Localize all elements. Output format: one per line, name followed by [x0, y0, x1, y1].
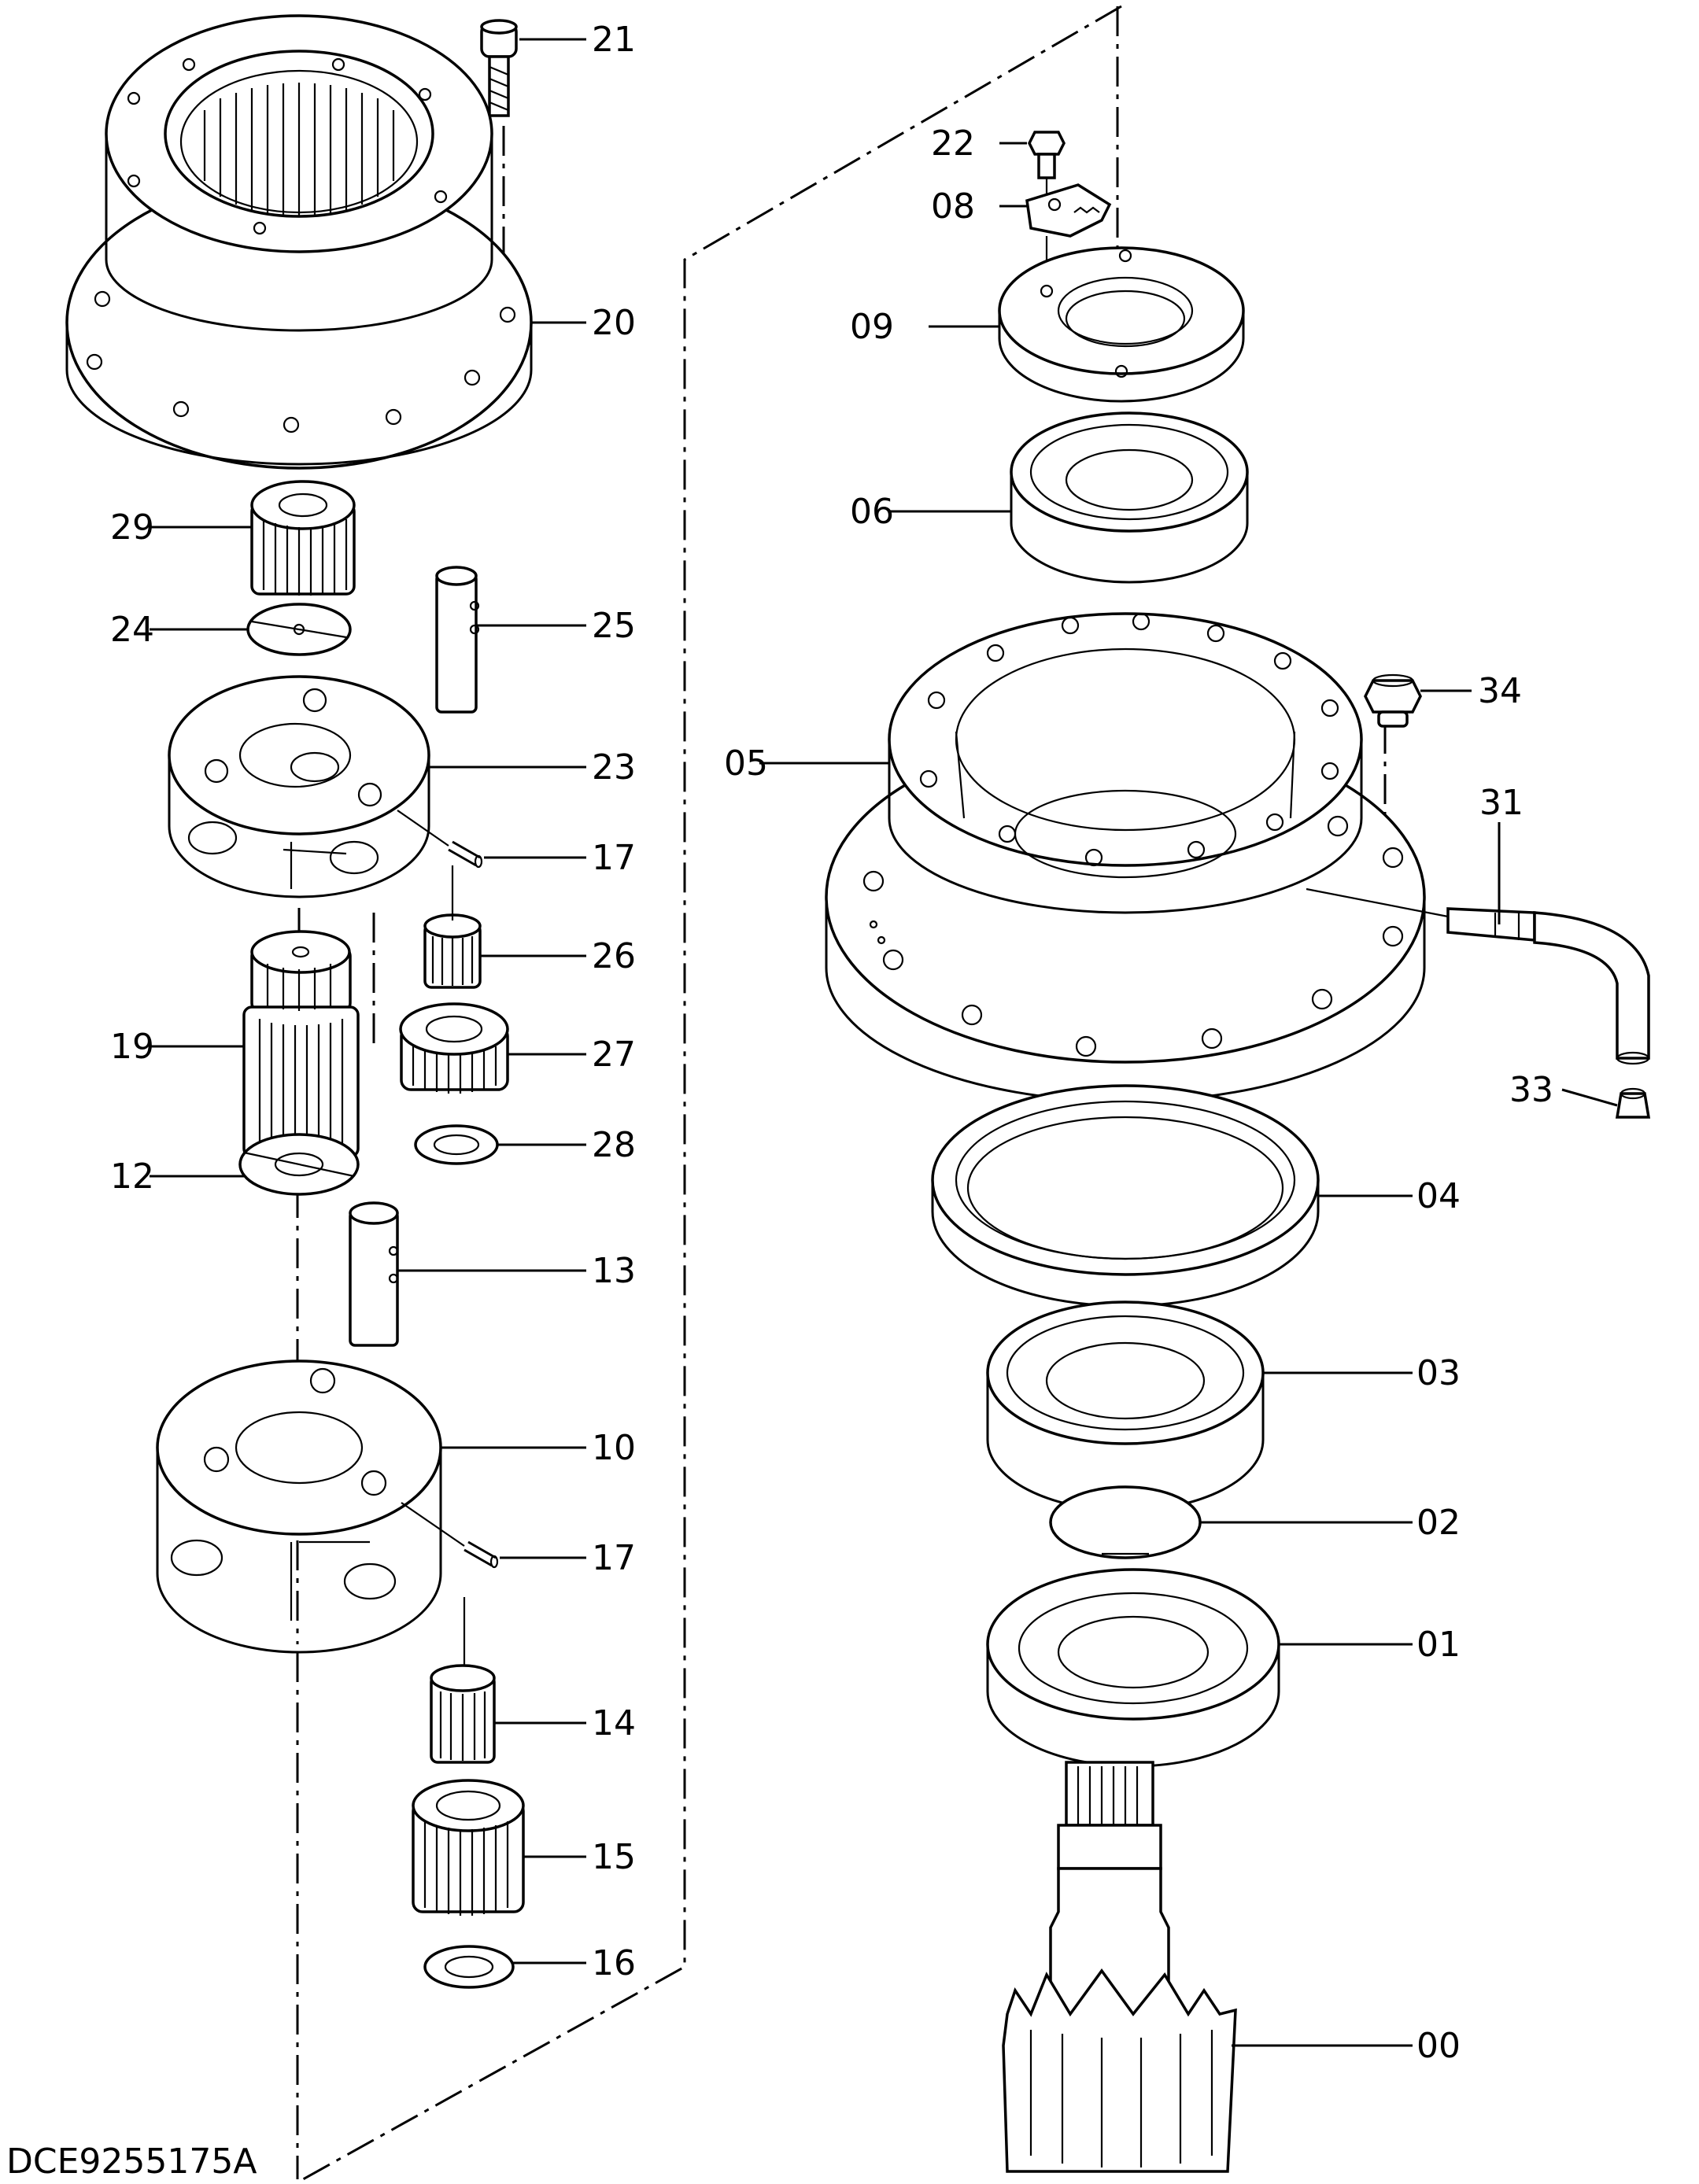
label-16: 16 — [592, 1943, 636, 1983]
part-15-planet-gear — [412, 1779, 525, 1916]
part-number-labels: 21 20 29 24 25 23 17 26 27 19 28 12 13 1… — [110, 20, 1553, 2066]
part-13-pin — [349, 1201, 399, 1347]
label-02: 02 — [1416, 1503, 1461, 1543]
part-24-thrust-washer — [246, 603, 352, 656]
part-27-planet-gear — [399, 1002, 509, 1094]
label-14: 14 — [592, 1703, 636, 1743]
label-09: 09 — [850, 307, 894, 347]
part-22-bolt — [1028, 131, 1066, 205]
label-00: 00 — [1416, 2026, 1461, 2066]
part-12-thrust-plate — [238, 1133, 360, 1196]
drawing-code: DCE9255175A — [6, 2142, 257, 2182]
label-31: 31 — [1479, 783, 1524, 823]
part-01-collar — [986, 1568, 1280, 1768]
label-12: 12 — [110, 1157, 154, 1197]
part-08-lock-plate — [1025, 183, 1112, 279]
part-04-oil-seal — [931, 1084, 1320, 1308]
label-04: 04 — [1416, 1176, 1461, 1216]
label-34: 34 — [1478, 671, 1522, 711]
part-17-spring-pin-upper — [397, 810, 483, 869]
label-17-lower: 17 — [592, 1538, 636, 1578]
part-06-upper-bearing — [1010, 411, 1249, 584]
label-06: 06 — [850, 492, 894, 532]
label-15: 15 — [592, 1837, 636, 1877]
label-27: 27 — [592, 1035, 636, 1075]
part-05-housing — [825, 612, 1426, 1103]
label-33: 33 — [1509, 1070, 1553, 1110]
part-20-ring-gear — [65, 14, 533, 470]
part-10-carrier-lower — [156, 1359, 442, 1654]
part-26-needle-bearing — [423, 865, 482, 989]
part-33-cap — [1615, 1087, 1651, 1119]
part-25-pin — [435, 566, 480, 714]
label-20: 20 — [592, 303, 636, 343]
part-16-washer — [423, 1945, 515, 1989]
label-24: 24 — [110, 610, 154, 650]
part-02-shim — [1049, 1485, 1202, 1559]
leader-lines — [150, 38, 1618, 2047]
part-19-sun-gear — [242, 930, 360, 1159]
label-22: 22 — [931, 124, 975, 164]
part-28-washer — [414, 1124, 499, 1165]
part-17-spring-pin-lower — [401, 1502, 499, 1569]
part-03-lower-bearing — [986, 1300, 1265, 1512]
label-10: 10 — [592, 1428, 636, 1468]
label-29: 29 — [110, 507, 154, 548]
part-34-plug — [1364, 673, 1422, 728]
part-14-needle-bearing — [430, 1597, 496, 1764]
part-21-cap-screw — [480, 19, 518, 117]
label-01: 01 — [1416, 1625, 1461, 1665]
label-21: 21 — [592, 20, 636, 60]
part-23-carrier-upper — [168, 675, 430, 898]
label-05: 05 — [724, 743, 768, 784]
label-19: 19 — [110, 1027, 154, 1067]
label-23: 23 — [592, 747, 636, 788]
label-17-upper: 17 — [592, 838, 636, 878]
part-29-sun-gear — [250, 480, 356, 596]
label-25: 25 — [592, 606, 636, 646]
label-08: 08 — [931, 186, 975, 227]
part-31-pipe — [1306, 887, 1650, 1065]
part-09-retainer — [998, 246, 1245, 403]
label-28: 28 — [592, 1125, 636, 1165]
label-26: 26 — [592, 936, 636, 976]
label-13: 13 — [592, 1251, 636, 1291]
part-00-pinion-shaft — [1002, 1761, 1237, 2173]
label-03: 03 — [1416, 1353, 1461, 1393]
